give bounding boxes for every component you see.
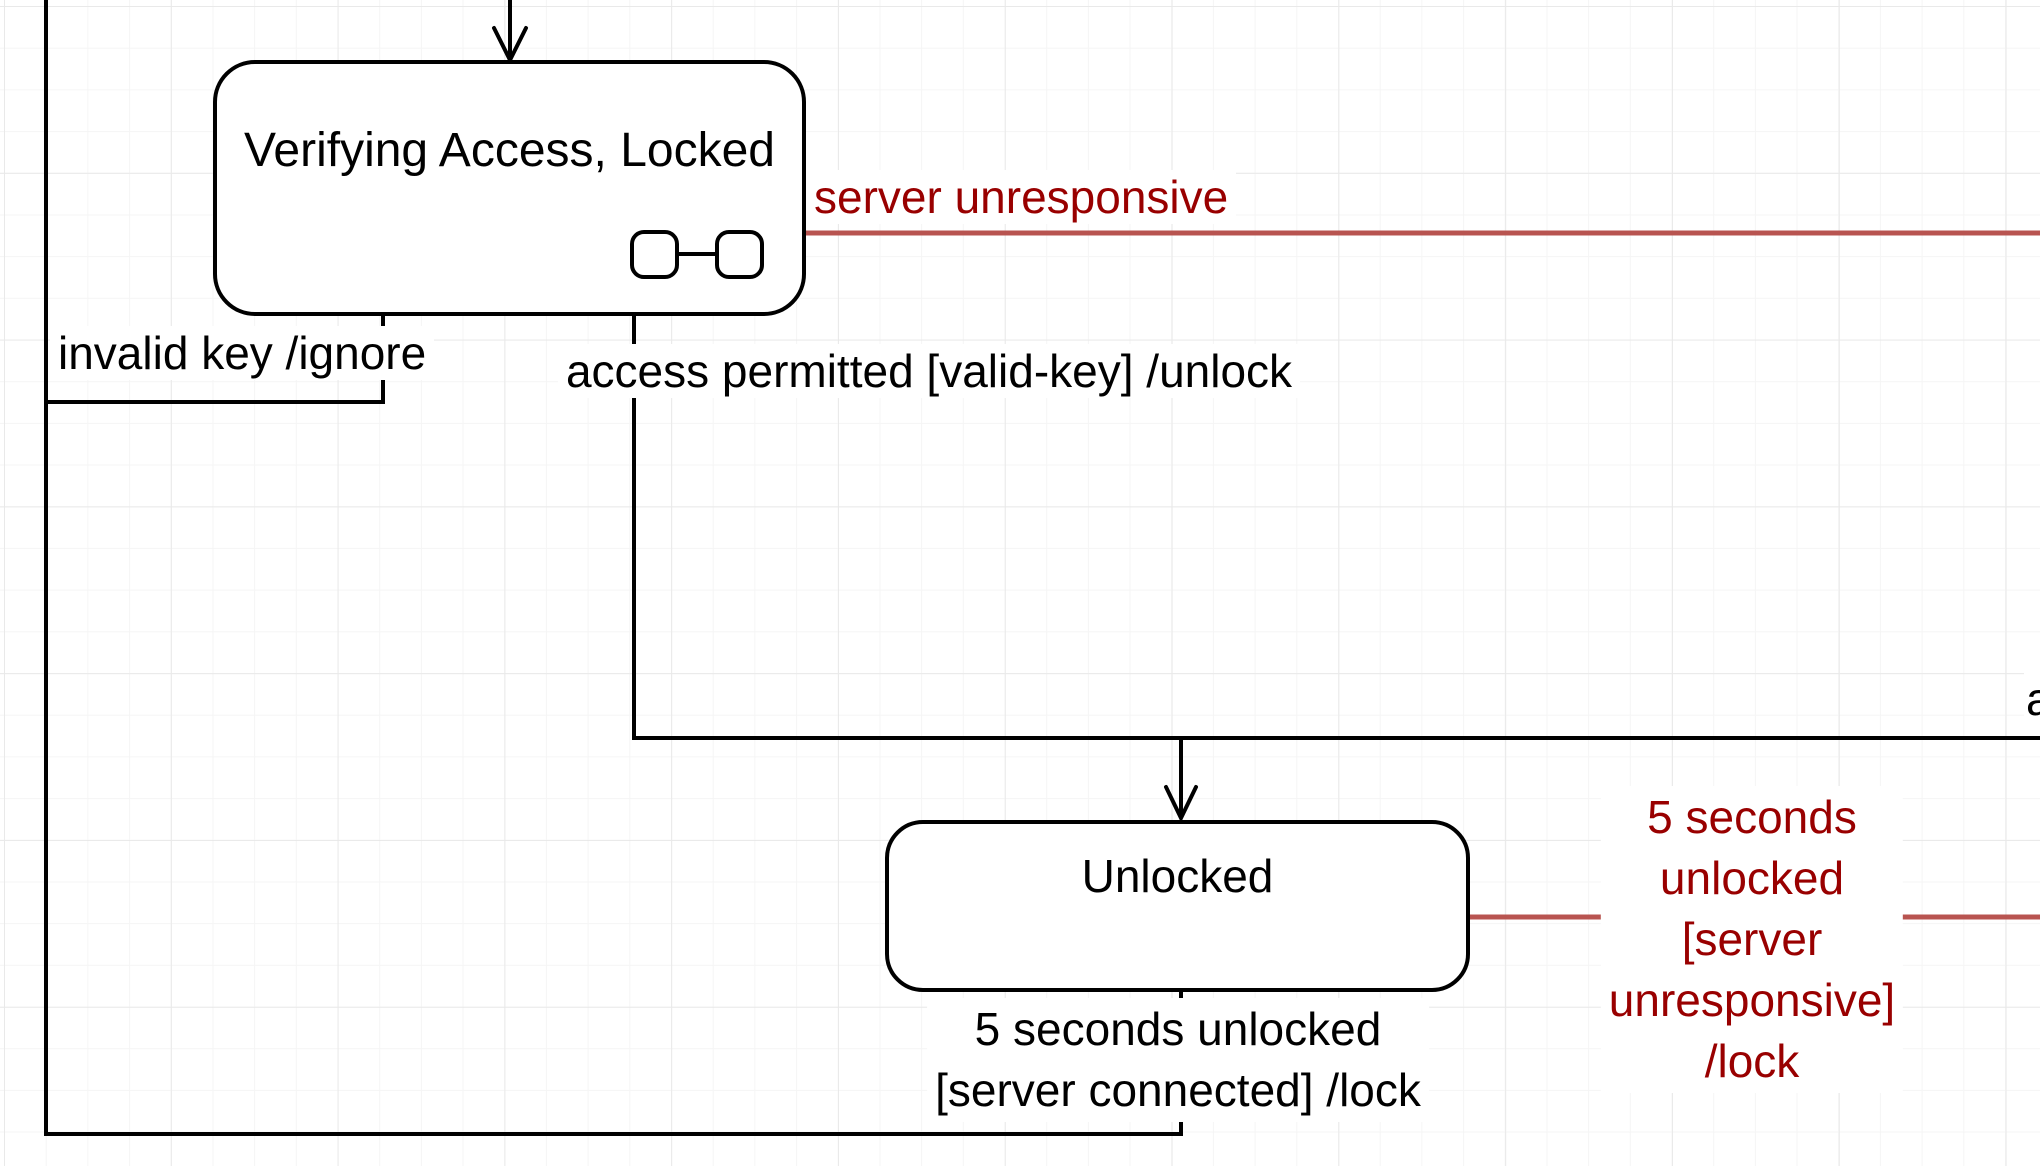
edge-label-timeout-connected[interactable]: 5 seconds unlocked [server connected] /l…	[927, 998, 1429, 1122]
state-title-unlocked[interactable]: Unlocked	[1081, 850, 1274, 902]
state-box-unlocked[interactable]	[885, 820, 1470, 992]
edge-label-clipped-fragment[interactable]: a	[2024, 672, 2040, 726]
state-box-verifying[interactable]	[213, 60, 806, 316]
transition-line-access-permitted[interactable]	[632, 314, 2040, 740]
arrowhead-down-icon	[1164, 785, 1198, 823]
edge-label-invalid-key[interactable]: invalid key /ignore	[50, 326, 435, 380]
edge-label-access-permitted[interactable]: access permitted [valid-key] /unlock	[557, 344, 1301, 398]
composite-state-icon	[630, 230, 764, 279]
state-title-verifying[interactable]: Verifying Access, Locked	[244, 124, 775, 177]
edge-label-server-unresponsive[interactable]: server unresponsive	[806, 170, 1237, 224]
edge-label-timeout-unresponsive[interactable]: 5 seconds unlocked [server unresponsive]…	[1600, 786, 1904, 1093]
